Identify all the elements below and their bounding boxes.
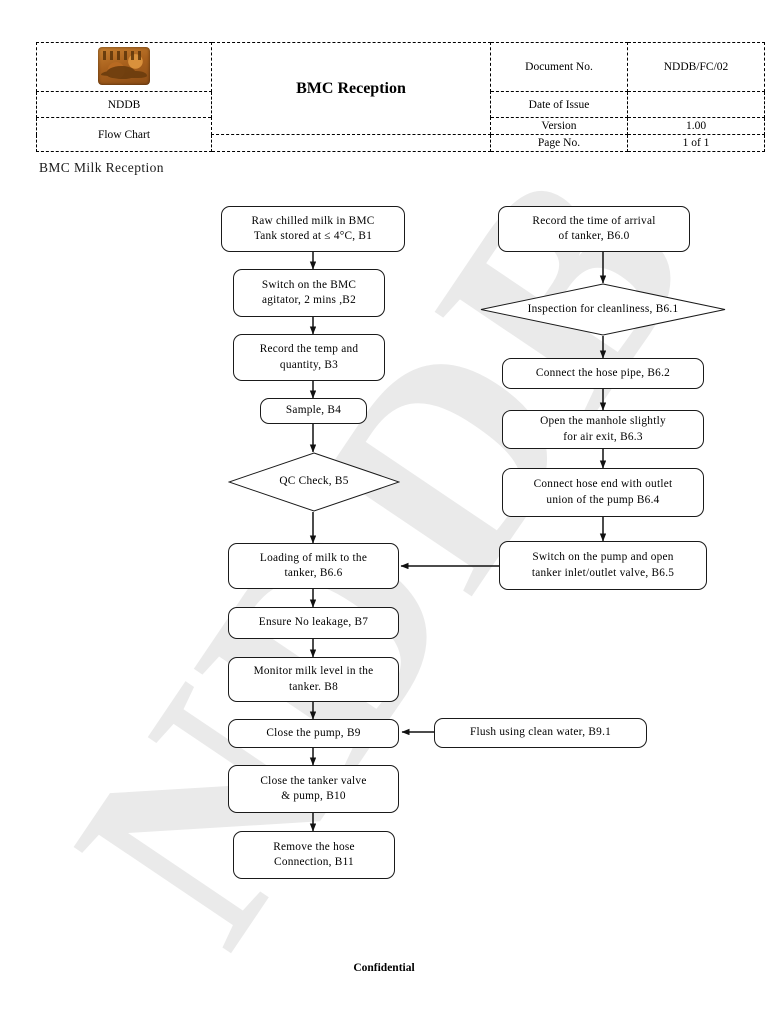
flow-node-B8-line2: tanker. B8: [289, 680, 338, 693]
flow-node-B6-3-line2: for air exit, B6.3: [563, 430, 643, 443]
flow-node-B10-line2: & pump, B10: [281, 790, 346, 802]
flow-node-B11[interactable]: Remove the hose Connection, B11: [233, 831, 395, 879]
flow-node-B5-shape: [228, 452, 400, 512]
flow-node-B6-5-line1: Switch on the pump and open: [532, 551, 674, 564]
flow-node-B6-1[interactable]: Inspection for cleanliness, B6.1: [480, 283, 726, 336]
section-subheading: BMC Milk Reception: [39, 160, 164, 175]
flow-node-B6-0-line1: Record the time of arrival: [532, 214, 656, 227]
field-value-document-no: NDDB/FC/02: [627, 42, 765, 92]
flow-node-B2-line2: agitator, 2 mins ,B2: [262, 294, 356, 306]
header-row-1: BMC Reception Document No. NDDB/FC/02: [36, 42, 765, 135]
nddb-seal-logo-icon: [98, 46, 150, 85]
flow-node-B6-1-line2: cleanliness, B6.1: [597, 302, 679, 315]
field-label-document-no: Document No.: [490, 42, 628, 92]
flow-node-B6-0[interactable]: Record the time of arrival of tanker, B6…: [498, 206, 690, 252]
flow-node-B6-1-shape: [480, 283, 726, 336]
flow-node-B1-line1: Raw chilled milk in BMC: [251, 214, 375, 227]
flow-node-B5[interactable]: QC Check, B5: [228, 452, 400, 512]
flow-node-B6-4-line2: union of the pump B6.4: [546, 493, 660, 506]
flow-node-B6-3-line1: Open the manhole slightly: [540, 415, 666, 428]
flow-node-B4-line1: Sample, B4: [285, 404, 342, 417]
flow-node-B2-line1: Switch on the BMC: [261, 278, 357, 291]
document-header-table: BMC Reception Document No. NDDB/FC/02 ND…: [36, 42, 765, 152]
flow-node-B6-5-line2: tanker inlet/outlet valve, B6.5: [531, 566, 675, 579]
flow-node-B9-line1: Close the pump, B9: [266, 726, 361, 739]
flow-node-B1-line2: Tank stored at ≤ 4°C, B1: [253, 230, 373, 242]
flow-node-B6-6-line1: Loading of milk to the: [259, 551, 368, 564]
flow-node-B6-4[interactable]: Connect hose end with outlet union of th…: [502, 468, 704, 517]
flow-node-B4[interactable]: Sample, B4: [260, 398, 367, 424]
flow-node-B3[interactable]: Record the temp and quantity, B3: [233, 334, 385, 381]
field-value-version: 1.00: [627, 117, 765, 135]
flow-node-B9[interactable]: Close the pump, B9: [228, 719, 399, 748]
flow-node-B7[interactable]: Ensure No leakage, B7: [228, 607, 399, 639]
flow-node-B1[interactable]: Raw chilled milk in BMC Tank stored at ≤…: [221, 206, 405, 252]
page-title: BMC Reception: [296, 79, 406, 97]
header-row-4: Page No. 1 of 1: [37, 134, 765, 152]
flow-node-B8[interactable]: Monitor milk level in the tanker. B8: [228, 657, 399, 702]
doc-type: Flow Chart: [36, 117, 212, 152]
logo-cell: [36, 42, 212, 92]
flow-node-B6-5[interactable]: Switch on the pump and open tanker inlet…: [499, 541, 707, 590]
flow-node-B6-2-line1: Connect the hose pipe, B6.2: [535, 366, 671, 379]
field-label-page-no: Page No.: [490, 134, 628, 152]
page-footer: Confidential: [353, 962, 415, 974]
flow-node-B6-3[interactable]: Open the manhole slightly for air exit, …: [502, 410, 704, 449]
flow-node-B11-line2: Connection, B11: [274, 856, 354, 868]
flow-node-B9-1[interactable]: Flush using clean water, B9.1: [434, 718, 647, 748]
flow-node-B5-line1: QC Check,: [279, 475, 332, 488]
flow-node-B5-line2: B5: [334, 475, 349, 488]
flow-node-B6-1-line1: Inspection for: [527, 302, 595, 315]
flow-node-B3-line2: quantity, B3: [279, 358, 339, 371]
flow-node-B6-4-line1: Connect hose end with outlet: [533, 478, 673, 491]
org-name: NDDB: [36, 91, 212, 118]
field-label-date-of-issue: Date of Issue: [490, 91, 628, 118]
flow-node-B7-line1: Ensure No leakage, B7: [258, 616, 369, 629]
flow-node-B11-line1: Remove the hose: [273, 840, 355, 853]
flow-node-B6-2[interactable]: Connect the hose pipe, B6.2: [502, 358, 704, 389]
flow-node-B3-line1: Record the temp and: [259, 343, 359, 356]
flow-node-B10-line1: Close the tanker valve: [260, 774, 367, 787]
flow-node-B6-6[interactable]: Loading of milk to the tanker, B6.6: [228, 543, 399, 589]
flow-node-B10[interactable]: Close the tanker valve & pump, B10: [228, 765, 399, 813]
flow-node-B9-1-line1: Flush using clean water, B9.1: [469, 726, 612, 739]
header-row-2: NDDB Date of Issue: [36, 91, 765, 118]
flow-node-B6-0-line2: of tanker, B6.0: [558, 230, 630, 242]
flow-node-B8-line1: Monitor milk level in the: [253, 665, 374, 678]
flow-node-B6-6-line2: tanker, B6.6: [284, 567, 343, 579]
flow-node-B2[interactable]: Switch on the BMC agitator, 2 mins ,B2: [233, 269, 385, 317]
field-value-page-no: 1 of 1: [627, 134, 765, 152]
